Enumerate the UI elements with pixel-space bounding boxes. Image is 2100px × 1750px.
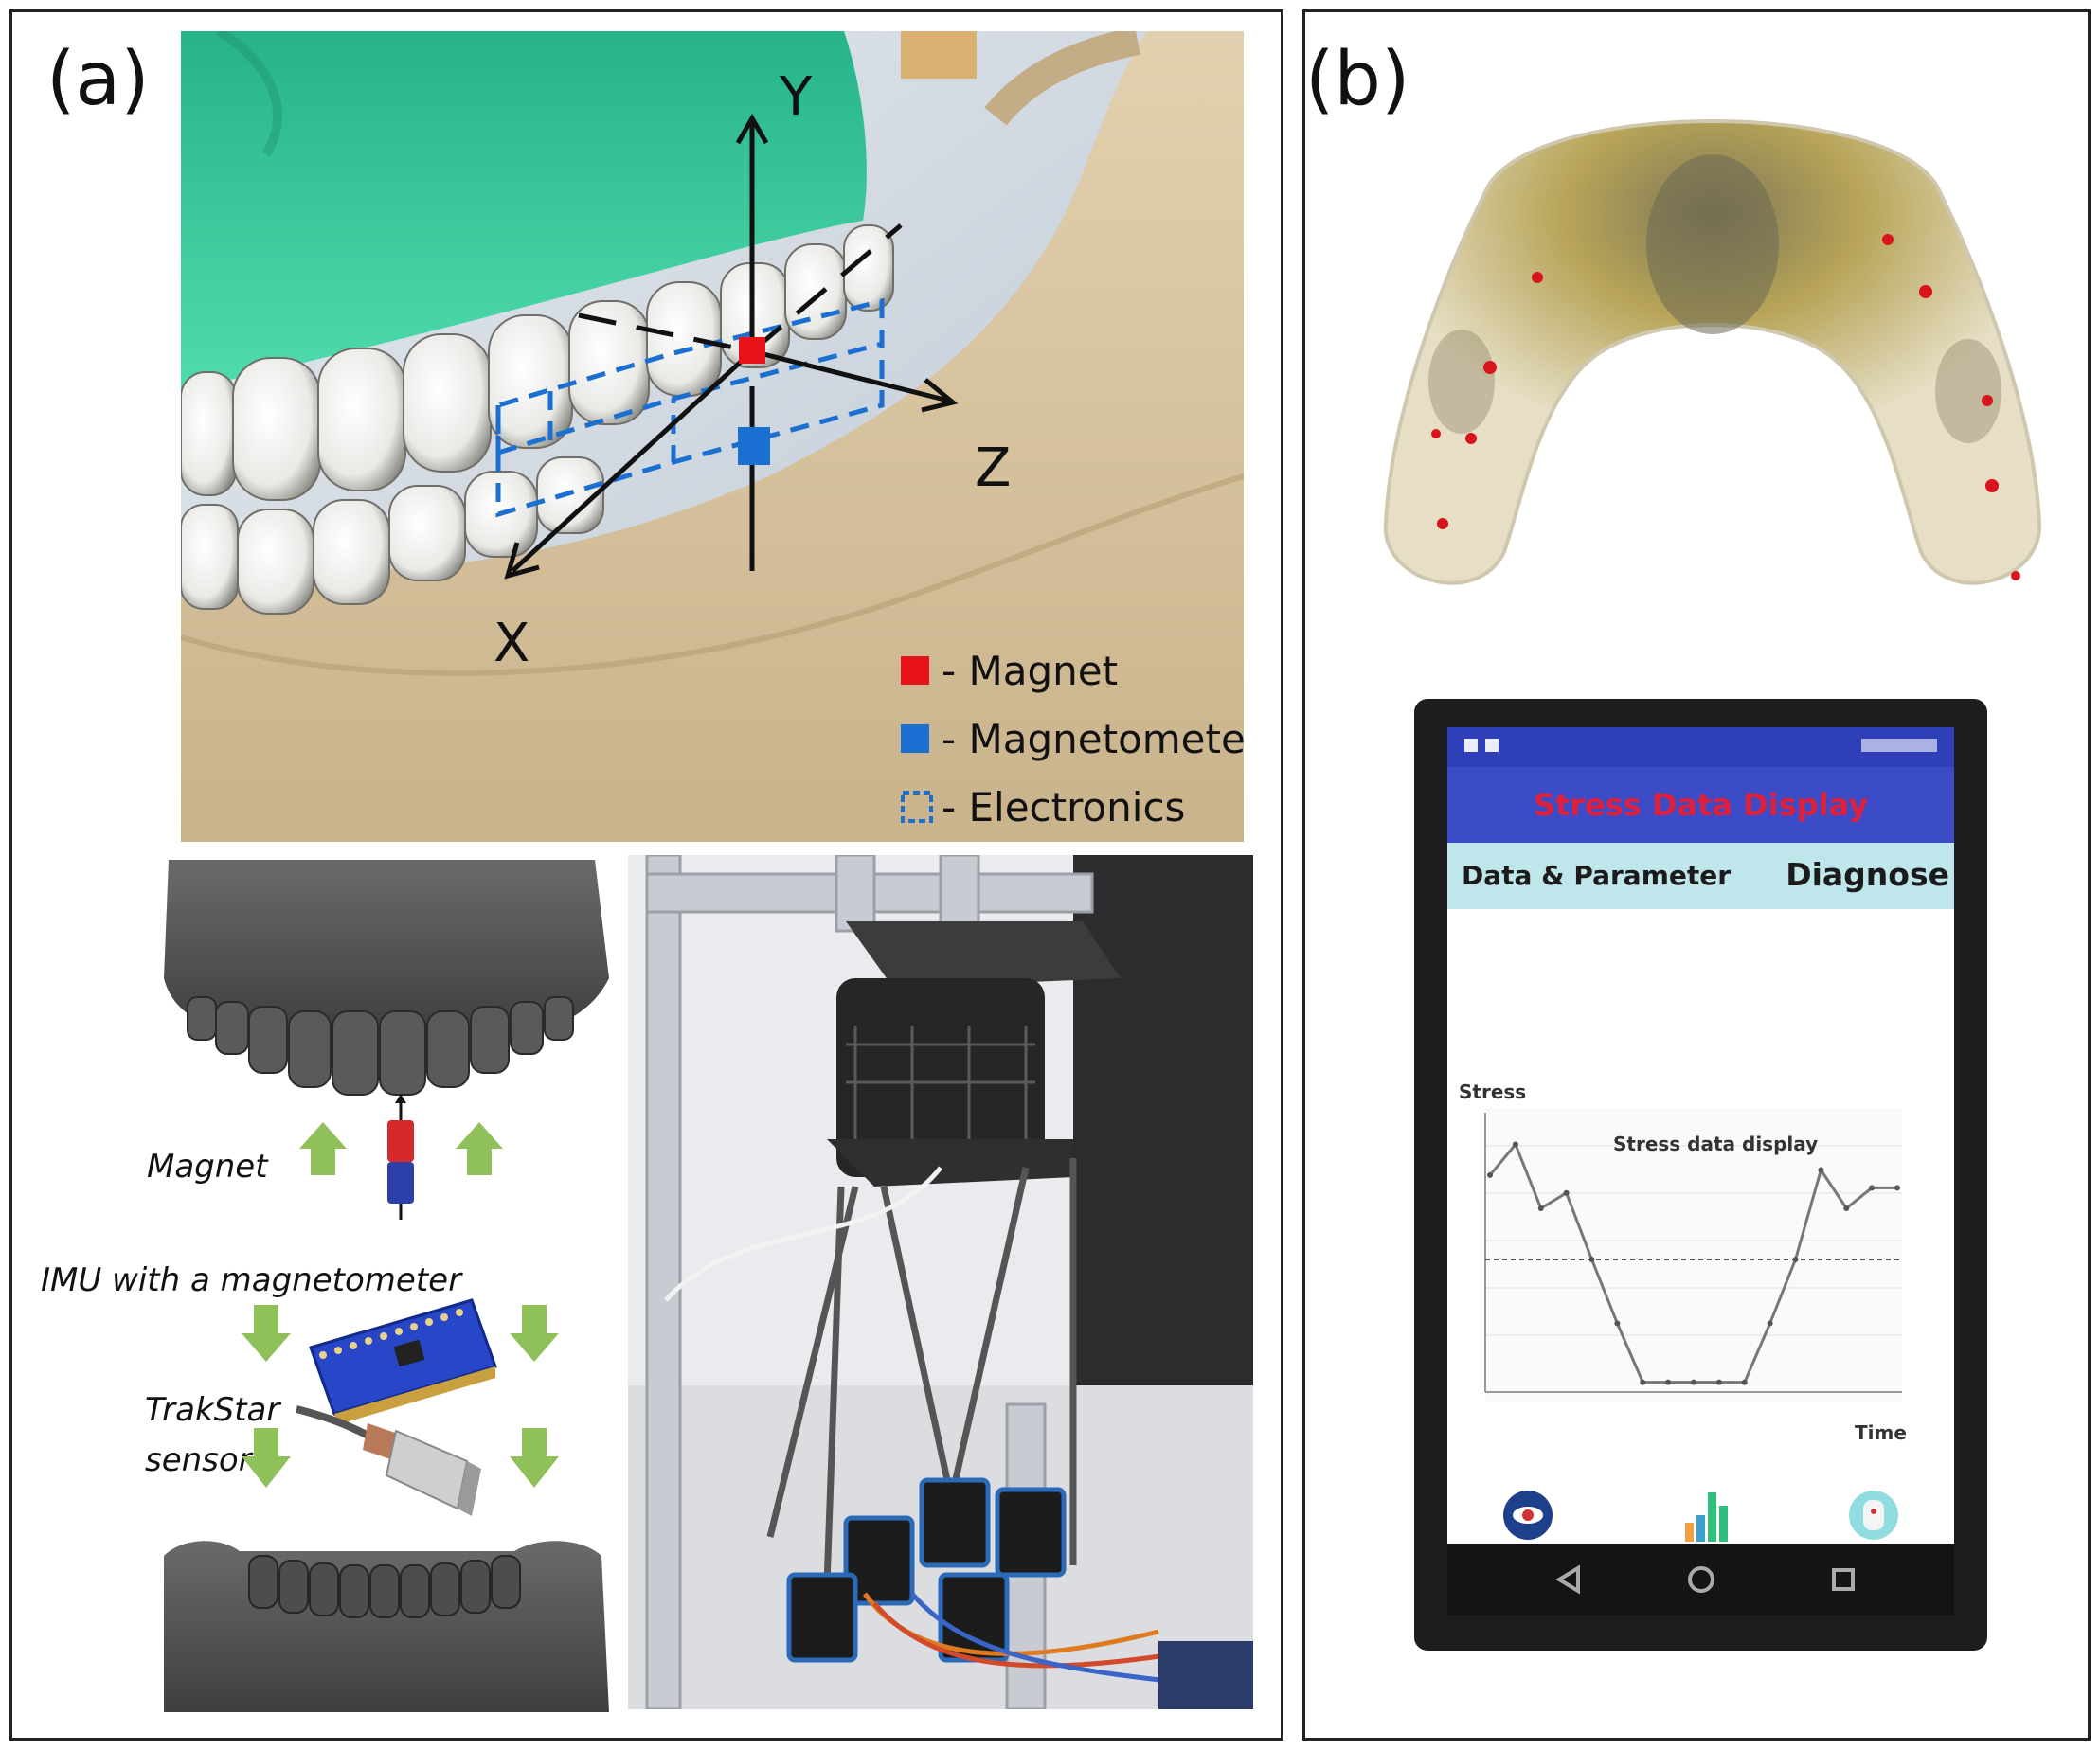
stress-point xyxy=(1640,1379,1646,1385)
notification-icon xyxy=(1464,739,1478,752)
magnet-marker xyxy=(739,337,765,364)
stress-point xyxy=(1715,1379,1722,1385)
stress-point xyxy=(1843,1205,1850,1211)
arrow-down-icon xyxy=(242,1428,291,1488)
stress-point xyxy=(1487,1171,1493,1178)
stress-chart: Stress Stress data display Time xyxy=(1459,1080,1907,1444)
app-title: Stress Data Display xyxy=(1533,787,1869,823)
home-icon[interactable] xyxy=(1684,1562,1718,1597)
tab-bar: Data & Parameter Diagnose xyxy=(1447,843,1954,909)
magnet-label: Magnet xyxy=(147,1148,269,1186)
notification-icon xyxy=(1485,739,1499,752)
stress-point xyxy=(1588,1257,1595,1262)
chart-title: Stress data display xyxy=(1613,1133,1818,1155)
stress-point xyxy=(1767,1320,1773,1327)
arrow-down-icon xyxy=(510,1428,559,1488)
app-content: Stress Stress data display Time xyxy=(1447,909,1954,1544)
legend-magnetometer-swatch xyxy=(901,724,929,753)
axis-label-y: Y xyxy=(779,66,813,128)
status-bar xyxy=(1447,727,1954,767)
arrow-down-icon xyxy=(510,1305,559,1362)
stress-point xyxy=(1869,1185,1876,1191)
trakstar-sensor-icon xyxy=(296,1405,481,1516)
app-bar: Stress Data Display xyxy=(1447,767,1954,843)
mouthguard-photo xyxy=(1383,119,2042,585)
panel-b-label: (b) xyxy=(1305,37,1410,122)
legend-magnet-label: - Magnet xyxy=(942,648,1118,694)
stress-point xyxy=(1691,1379,1696,1385)
panel-a: (a) xyxy=(9,9,1283,1741)
smartphone: Stress Data Display Data & Parameter Dia… xyxy=(1414,699,1987,1651)
magnetometer-marker xyxy=(738,427,770,465)
arrow-down-icon xyxy=(242,1305,291,1362)
setup-diagram: Magnet IMU with a magnetometer TrakStar … xyxy=(41,860,609,1712)
lower-dental-model xyxy=(164,1541,609,1712)
jaw-illustration: Y Z X - Magnet - Magnetometer - Electron… xyxy=(181,31,1244,842)
panel-a-label: (a) xyxy=(46,37,150,122)
stress-point xyxy=(1818,1167,1824,1173)
stress-point xyxy=(1665,1379,1672,1385)
tab-data-parameter[interactable]: Data & Parameter xyxy=(1462,860,1732,891)
bar-magnet-icon xyxy=(387,1094,414,1220)
recents-icon[interactable] xyxy=(1826,1562,1860,1597)
legend: - Magnet - Magnetometer - Electronics xyxy=(901,648,1244,830)
stress-point xyxy=(1614,1320,1621,1327)
chart-x-label: Time xyxy=(1855,1421,1907,1444)
panel-b: (b) Stress Data Display Data & Pa xyxy=(1302,9,2091,1741)
stress-point xyxy=(1512,1141,1518,1148)
chart-y-label: Stress xyxy=(1459,1080,1526,1103)
tab-diagnose[interactable]: Diagnose xyxy=(1786,856,1949,893)
legend-electronics-swatch xyxy=(901,791,933,823)
delta-robot-photo xyxy=(628,855,1253,1709)
nav-bar xyxy=(1447,1544,1954,1615)
magnet-arrows xyxy=(299,1122,503,1175)
bar-chart-icon[interactable] xyxy=(1679,1487,1736,1544)
status-icons xyxy=(1861,739,1937,752)
eye-icon[interactable] xyxy=(1499,1487,1556,1544)
trakstar-label-line2: sensor xyxy=(145,1441,254,1479)
axis-label-z: Z xyxy=(975,438,1011,499)
stress-point xyxy=(1741,1379,1748,1385)
imu-label: IMU with a magnetometer xyxy=(41,1261,463,1299)
stress-point xyxy=(1563,1189,1570,1196)
stress-point xyxy=(1792,1257,1799,1262)
arrow-up-icon xyxy=(456,1122,503,1175)
arrow-up-icon xyxy=(299,1122,347,1175)
stress-point xyxy=(1894,1185,1900,1191)
stress-point xyxy=(1537,1205,1544,1211)
back-icon[interactable] xyxy=(1552,1562,1586,1597)
axis-label-x: X xyxy=(494,613,529,674)
imu-board-icon xyxy=(309,1298,497,1425)
tooth-icon[interactable] xyxy=(1845,1487,1902,1544)
legend-electronics-label: - Electronics xyxy=(942,784,1185,830)
legend-magnet-swatch xyxy=(901,656,929,685)
upper-dental-model xyxy=(164,860,609,1096)
legend-magnetometer-label: - Magnetometer xyxy=(942,716,1244,762)
app-bottom-bar xyxy=(1447,1487,1954,1544)
trakstar-label-line1: TrakStar xyxy=(145,1391,281,1429)
